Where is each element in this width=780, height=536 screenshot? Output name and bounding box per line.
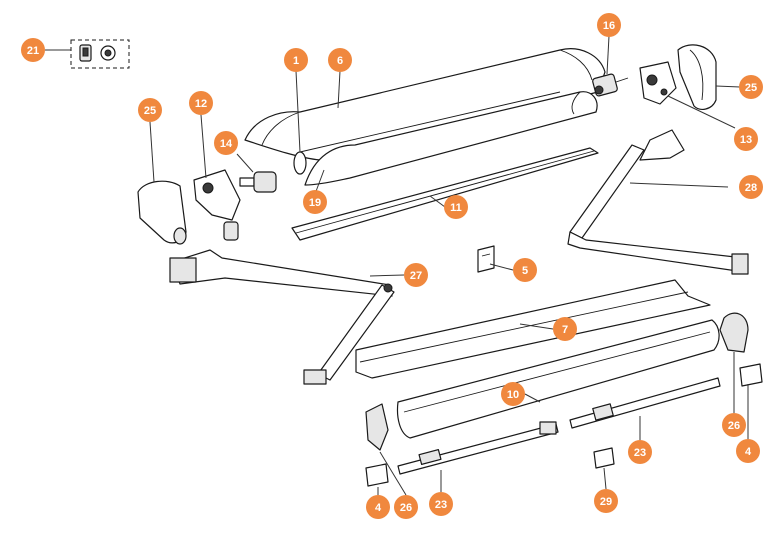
part-5-small-bracket	[477, 245, 495, 273]
callout-number: 26	[728, 420, 740, 432]
part-23-slide-right	[569, 377, 721, 429]
part-28-folding-arm-right	[567, 129, 749, 275]
callout-badge-26: 26	[394, 495, 418, 519]
callout-badge-29: 29	[594, 489, 618, 513]
callout-badge-26: 26	[722, 413, 746, 437]
callout-badge-27: 27	[404, 263, 428, 287]
callout-number: 23	[634, 447, 646, 459]
part-12-bracket-mechanism	[193, 169, 241, 241]
callout-badge-11: 11	[444, 195, 468, 219]
callout-number: 25	[745, 82, 757, 94]
callout-badge-circle	[21, 38, 45, 62]
callout-number: 13	[740, 134, 752, 146]
callout-badge-circle	[429, 492, 453, 516]
callout-badge-10: 10	[501, 382, 525, 406]
callout-number: 25	[144, 105, 156, 117]
callout-badge-circle	[628, 440, 652, 464]
callout-number: 28	[745, 182, 757, 194]
callout-badge-circle	[553, 317, 577, 341]
callout-badge-23: 23	[628, 440, 652, 464]
part-21-hardware-kit	[70, 39, 130, 69]
callout-badge-circle	[739, 75, 763, 99]
callout-badge-7: 7	[553, 317, 577, 341]
callout-badge-25: 25	[138, 98, 162, 122]
callout-badge-4: 4	[736, 439, 760, 463]
callout-number: 4	[745, 446, 752, 458]
callout-badge-13: 13	[734, 127, 758, 151]
callout-badge-circle	[734, 127, 758, 151]
callout-badge-23: 23	[429, 492, 453, 516]
part-7-front-profile	[355, 279, 711, 379]
callout-number: 26	[400, 502, 412, 514]
part-19-fabric-roll	[304, 91, 598, 186]
callout-number: 11	[450, 202, 462, 214]
callout-badge-circle	[284, 48, 308, 72]
callout-badge-circle	[404, 263, 428, 287]
callout-number: 4	[375, 502, 382, 514]
part-11-rail	[291, 147, 599, 241]
callout-number: 14	[220, 138, 233, 150]
callout-badge-25: 25	[739, 75, 763, 99]
callout-number: 7	[562, 324, 568, 336]
callout-number: 23	[435, 499, 447, 511]
callout-badge-4: 4	[366, 495, 390, 519]
part-26-end-cap-right	[719, 312, 749, 353]
callout-number: 1	[293, 55, 299, 67]
callout-badge-6: 6	[328, 48, 352, 72]
callout-badge-circle	[366, 495, 390, 519]
callout-badge-circle	[303, 190, 327, 214]
callout-number: 10	[507, 389, 519, 401]
callout-badge-5: 5	[513, 258, 537, 282]
part-14-end-plug	[239, 171, 277, 193]
leader-lines	[45, 35, 749, 496]
callout-badge-21: 21	[21, 38, 45, 62]
callout-number: 6	[337, 55, 343, 67]
callout-badge-circle	[444, 195, 468, 219]
part-25-end-cap-right	[677, 44, 717, 110]
part-27-folding-arm-left	[169, 249, 395, 385]
callout-number: 29	[600, 496, 612, 508]
callout-number: 12	[195, 98, 207, 110]
callout-badge-circle	[722, 413, 746, 437]
callout-badge-circle	[594, 489, 618, 513]
callout-badge-28: 28	[739, 175, 763, 199]
callout-badge-circle	[328, 48, 352, 72]
part-16-drive-end	[592, 73, 629, 97]
callout-badge-circle	[597, 13, 621, 37]
callout-badge-circle	[501, 382, 525, 406]
part-6-cover-tube	[244, 48, 606, 161]
callout-number: 16	[603, 20, 615, 32]
callout-badge-14: 14	[214, 131, 238, 155]
callout-badge-circle	[736, 439, 760, 463]
callout-badge-1: 1	[284, 48, 308, 72]
part-4-clip-right	[739, 363, 763, 387]
callout-number: 19	[309, 197, 321, 209]
part-26-end-cap-left	[365, 403, 389, 451]
part-29-clip	[593, 447, 615, 469]
callout-badge-circle	[214, 131, 238, 155]
callout-badge-circle	[739, 175, 763, 199]
callout-badge-12: 12	[189, 91, 213, 115]
callout-badge-circle	[138, 98, 162, 122]
callout-badge-circle	[513, 258, 537, 282]
callout-badge-circle	[394, 495, 418, 519]
callout-badge-19: 19	[303, 190, 327, 214]
part-4-clip-left	[365, 463, 389, 487]
callout-badge-16: 16	[597, 13, 621, 37]
part-23-slide-left	[397, 421, 559, 475]
callout-number: 21	[27, 45, 39, 57]
callout-number: 27	[410, 270, 422, 282]
part-10-front-bar	[396, 319, 720, 439]
callout-number: 5	[522, 265, 528, 277]
part-25-end-cap-left	[137, 180, 187, 245]
callout-badge-circle	[189, 91, 213, 115]
